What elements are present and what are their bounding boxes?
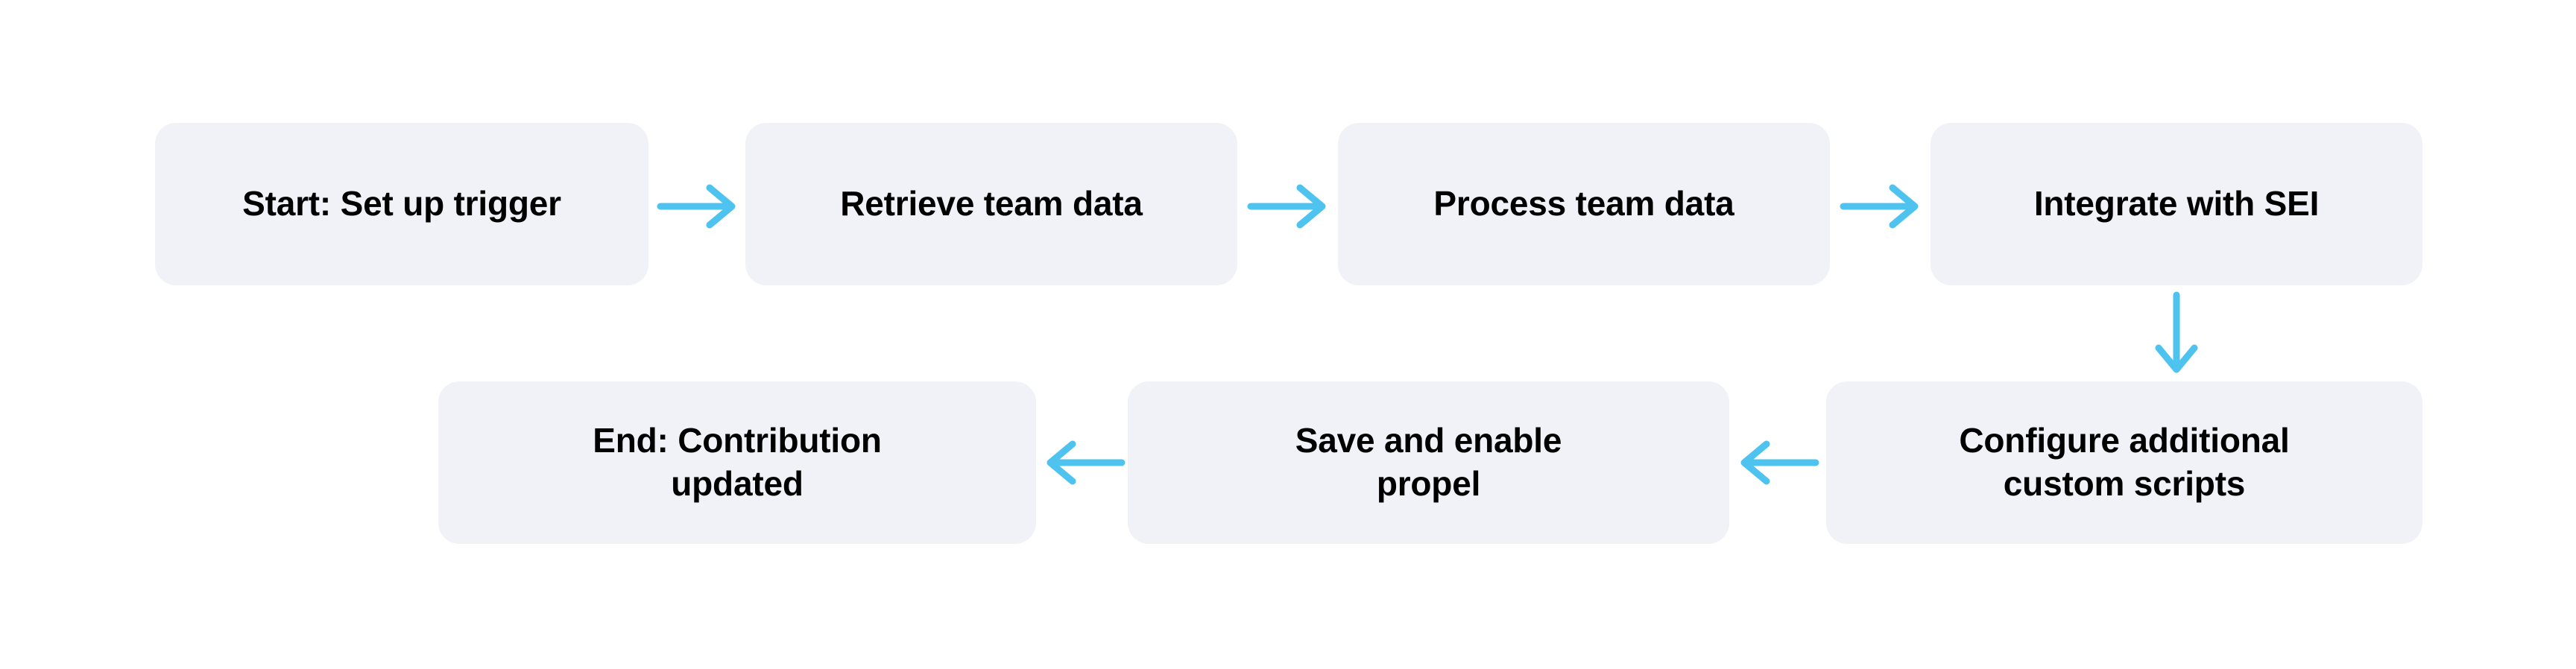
- flowchart-node-retrieve[interactable]: Retrieve team data: [745, 123, 1237, 285]
- arrow-down-icon-integrate-to-configure: [2155, 291, 2198, 373]
- flowchart-node-process[interactable]: Process team data: [1338, 123, 1830, 285]
- flowchart-node-configure[interactable]: Configure additional custom scripts: [1826, 381, 2422, 544]
- arrow-right-icon-retrieve-to-process: [1247, 184, 1326, 229]
- flowchart-node-integrate[interactable]: Integrate with SEI: [1931, 123, 2422, 285]
- arrow-left-icon-save-to-end: [1046, 440, 1126, 485]
- flowchart-node-start[interactable]: Start: Set up trigger: [155, 123, 648, 285]
- arrow-right-icon-start-to-retrieve: [657, 184, 736, 229]
- arrow-left-icon-configure-to-save: [1740, 440, 1819, 485]
- flowchart-node-start-label: Start: Set up trigger: [242, 184, 561, 223]
- flowchart-node-retrieve-label: Retrieve team data: [840, 184, 1143, 223]
- flowchart-node-configure-label: Configure additional custom scripts: [1959, 421, 2290, 503]
- flowchart-node-save[interactable]: Save and enable propel: [1128, 381, 1729, 544]
- flowchart-node-save-label: Save and enable propel: [1295, 421, 1562, 503]
- flowchart-node-end[interactable]: End: Contribution updated: [438, 381, 1036, 544]
- flowchart-node-end-label: End: Contribution updated: [593, 421, 882, 503]
- flowchart-node-integrate-label: Integrate with SEI: [2033, 184, 2320, 223]
- flowchart-node-process-label: Process team data: [1433, 184, 1734, 223]
- arrow-right-icon-process-to-integrate: [1840, 184, 1919, 229]
